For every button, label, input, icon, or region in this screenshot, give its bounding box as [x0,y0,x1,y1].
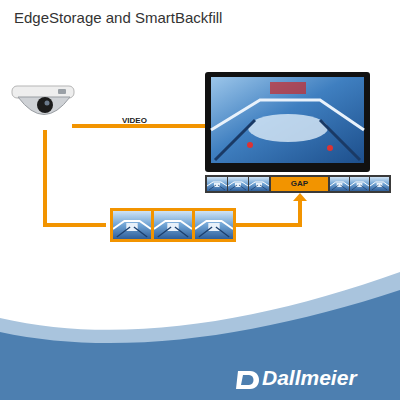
storage-line [45,130,106,225]
gap-cell: GAP [271,177,328,191]
diagram-title: EdgeStorage and SmartBackfill [14,9,222,26]
logo-symbol [236,371,259,389]
recording-film-strip [205,175,391,193]
wave-band [0,290,400,400]
signal-label: VIDEO [122,116,147,125]
monitor [205,72,370,172]
node-text: GAP [291,179,308,189]
brand-logo-text: Dallmeier [262,366,357,390]
backfill-line [235,200,300,225]
dome-camera [12,86,74,115]
backfill-arrow-head [293,193,307,201]
stored-film-strip [110,208,236,242]
